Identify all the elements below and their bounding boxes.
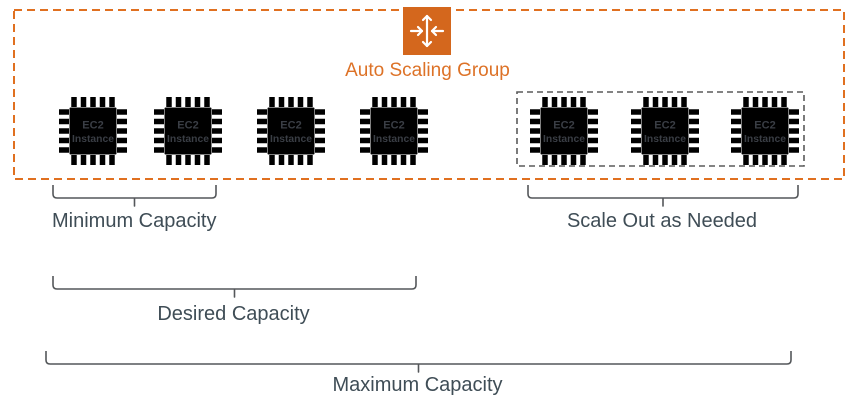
ec2-instance-chip-icon: EC2 Instance — [631, 97, 699, 165]
brace-scale-out — [527, 185, 799, 207]
ec2-instance-chip-icon: EC2 Instance — [154, 97, 222, 165]
svg-text:EC2: EC2 — [82, 120, 103, 132]
ec2-instance-chip-icon: EC2 Instance — [360, 97, 428, 165]
brace-desired-capacity — [52, 276, 417, 298]
desired-capacity-label: Desired Capacity — [157, 303, 310, 325]
maximum-capacity-label: Maximum Capacity — [332, 374, 503, 396]
auto-scaling-group-icon — [403, 7, 451, 55]
svg-text:EC2: EC2 — [754, 120, 775, 132]
svg-text:Instance: Instance — [270, 134, 312, 145]
minimum-capacity-label: Minimum Capacity — [52, 210, 217, 232]
svg-text:Instance: Instance — [373, 134, 415, 145]
brace-maximum-capacity — [45, 351, 792, 373]
svg-text:EC2: EC2 — [383, 120, 404, 132]
auto-scaling-group-boundary — [13, 9, 845, 180]
svg-text:Instance: Instance — [167, 134, 209, 145]
brace-minimum-capacity — [52, 185, 217, 207]
svg-text:Instance: Instance — [644, 134, 686, 145]
auto-scaling-group-title: Auto Scaling Group — [345, 60, 510, 81]
scale-out-boundary — [516, 91, 805, 167]
svg-text:EC2: EC2 — [654, 120, 675, 132]
svg-text:EC2: EC2 — [177, 120, 198, 132]
ec2-instance-chip-icon: EC2 Instance — [59, 97, 127, 165]
svg-text:Instance: Instance — [543, 134, 585, 145]
ec2-instance-chip-icon: EC2 Instance — [257, 97, 325, 165]
svg-text:Instance: Instance — [744, 134, 786, 145]
svg-text:EC2: EC2 — [280, 120, 301, 132]
ec2-instance-chip-icon: EC2 Instance — [530, 97, 598, 165]
svg-text:EC2: EC2 — [553, 120, 574, 132]
ec2-instance-chip-icon: EC2 Instance — [731, 97, 799, 165]
scale-out-label: Scale Out as Needed — [566, 210, 758, 232]
scaling-arrows-glyph — [409, 14, 445, 48]
svg-text:Instance: Instance — [72, 134, 114, 145]
